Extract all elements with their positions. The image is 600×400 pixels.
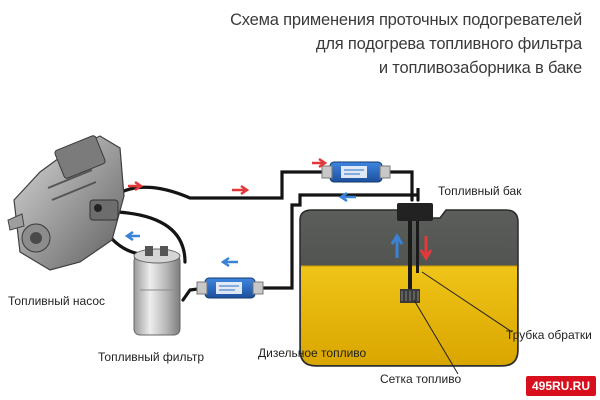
arrow-left-blue-icon [338, 191, 356, 203]
site-watermark: 495RU.RU [525, 376, 596, 396]
fuel-pump [7, 135, 125, 271]
arrow-down-red-icon [419, 236, 433, 261]
arrow-right-red-icon [128, 180, 144, 192]
title-line-3: и топливозаборника в баке [378, 59, 582, 77]
arrow-left-blue-icon [124, 230, 140, 242]
label-fuel-tank: Топливный бак [438, 184, 522, 198]
diesel-fuel-level [301, 266, 517, 365]
arrow-right-red-icon [232, 184, 250, 196]
label-diesel-fuel: Дизельное топливо [258, 346, 367, 360]
fuel-filter-canister [133, 246, 181, 336]
arrow-left-blue-icon [220, 256, 238, 268]
return-line [253, 188, 420, 290]
label-fuel-filter: Топливный фильтр [98, 350, 204, 364]
label-return-tube: Трубка обратки [506, 328, 592, 342]
arrow-up-blue-icon [390, 233, 404, 258]
inline-heater-bottom [196, 277, 264, 299]
line-heater-to-tank [380, 170, 414, 202]
label-leaders [413, 271, 513, 375]
tank-sender-unit [390, 203, 433, 303]
arrow-right-red-icon [312, 157, 328, 169]
title-line-2: для подогрева топливного фильтра [315, 35, 582, 53]
label-intake-mesh: Сетка топливо [380, 372, 462, 386]
inline-heater-top [321, 161, 391, 183]
flow-arrows [124, 157, 356, 268]
supply-line-upper [104, 170, 332, 207]
diagram-title: Схема применения проточных подогревателе… [230, 8, 582, 80]
intake-mesh [400, 289, 420, 303]
pump-to-filter-line [116, 210, 187, 264]
title-line-1: Схема применения проточных подогревателе… [230, 11, 582, 29]
label-fuel-pump: Топливный насос [8, 294, 106, 308]
